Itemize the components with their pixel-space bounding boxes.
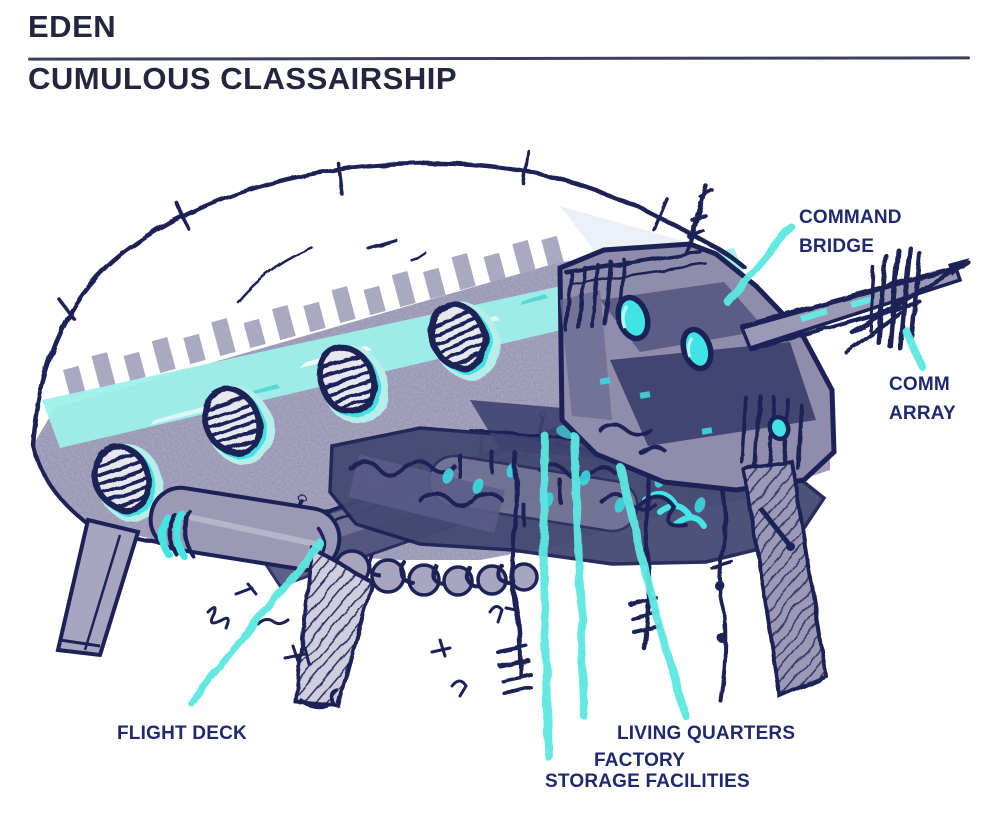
comm-array-structure — [739, 245, 971, 354]
bridge-mast — [683, 183, 714, 257]
sheet-subtitle: CUMULOUS CLASSAIRSHIP — [28, 61, 458, 96]
leader-factory — [570, 432, 589, 721]
leader-living-quarters — [617, 464, 690, 720]
rear-leg — [741, 459, 829, 699]
engine-pod — [148, 485, 342, 573]
middle-leg — [293, 544, 375, 710]
leader-storage-facilities — [540, 432, 553, 761]
sheet-title: EDEN — [28, 9, 117, 44]
label-command-bridge: COMMAND BRIDGE — [799, 207, 902, 257]
label-factory: FACTORY — [594, 750, 686, 771]
leader-flight-deck — [187, 539, 324, 706]
leader-command-bridge — [724, 223, 795, 306]
leader-lines — [187, 223, 926, 761]
bridge-windows — [615, 294, 791, 442]
label-living-quarters: LIVING QUARTERS — [617, 723, 796, 744]
landing-legs — [55, 459, 829, 710]
hanging-antennas — [496, 449, 796, 702]
label-flight-deck: FLIGHT DECK — [117, 723, 247, 744]
sheet-header: EDEN CUMULOUS CLASSAIRSHIP — [27, 9, 972, 96]
front-leg — [55, 517, 141, 658]
margin-scribbles — [206, 582, 518, 698]
dome-scribble-texture — [63, 235, 564, 398]
command-bridge-structure — [557, 183, 837, 493]
label-comm-array: COMM ARRAY — [889, 374, 956, 424]
leader-comm-array — [902, 327, 926, 370]
label-storage-facilities: STORAGE FACILITIES — [545, 771, 750, 792]
